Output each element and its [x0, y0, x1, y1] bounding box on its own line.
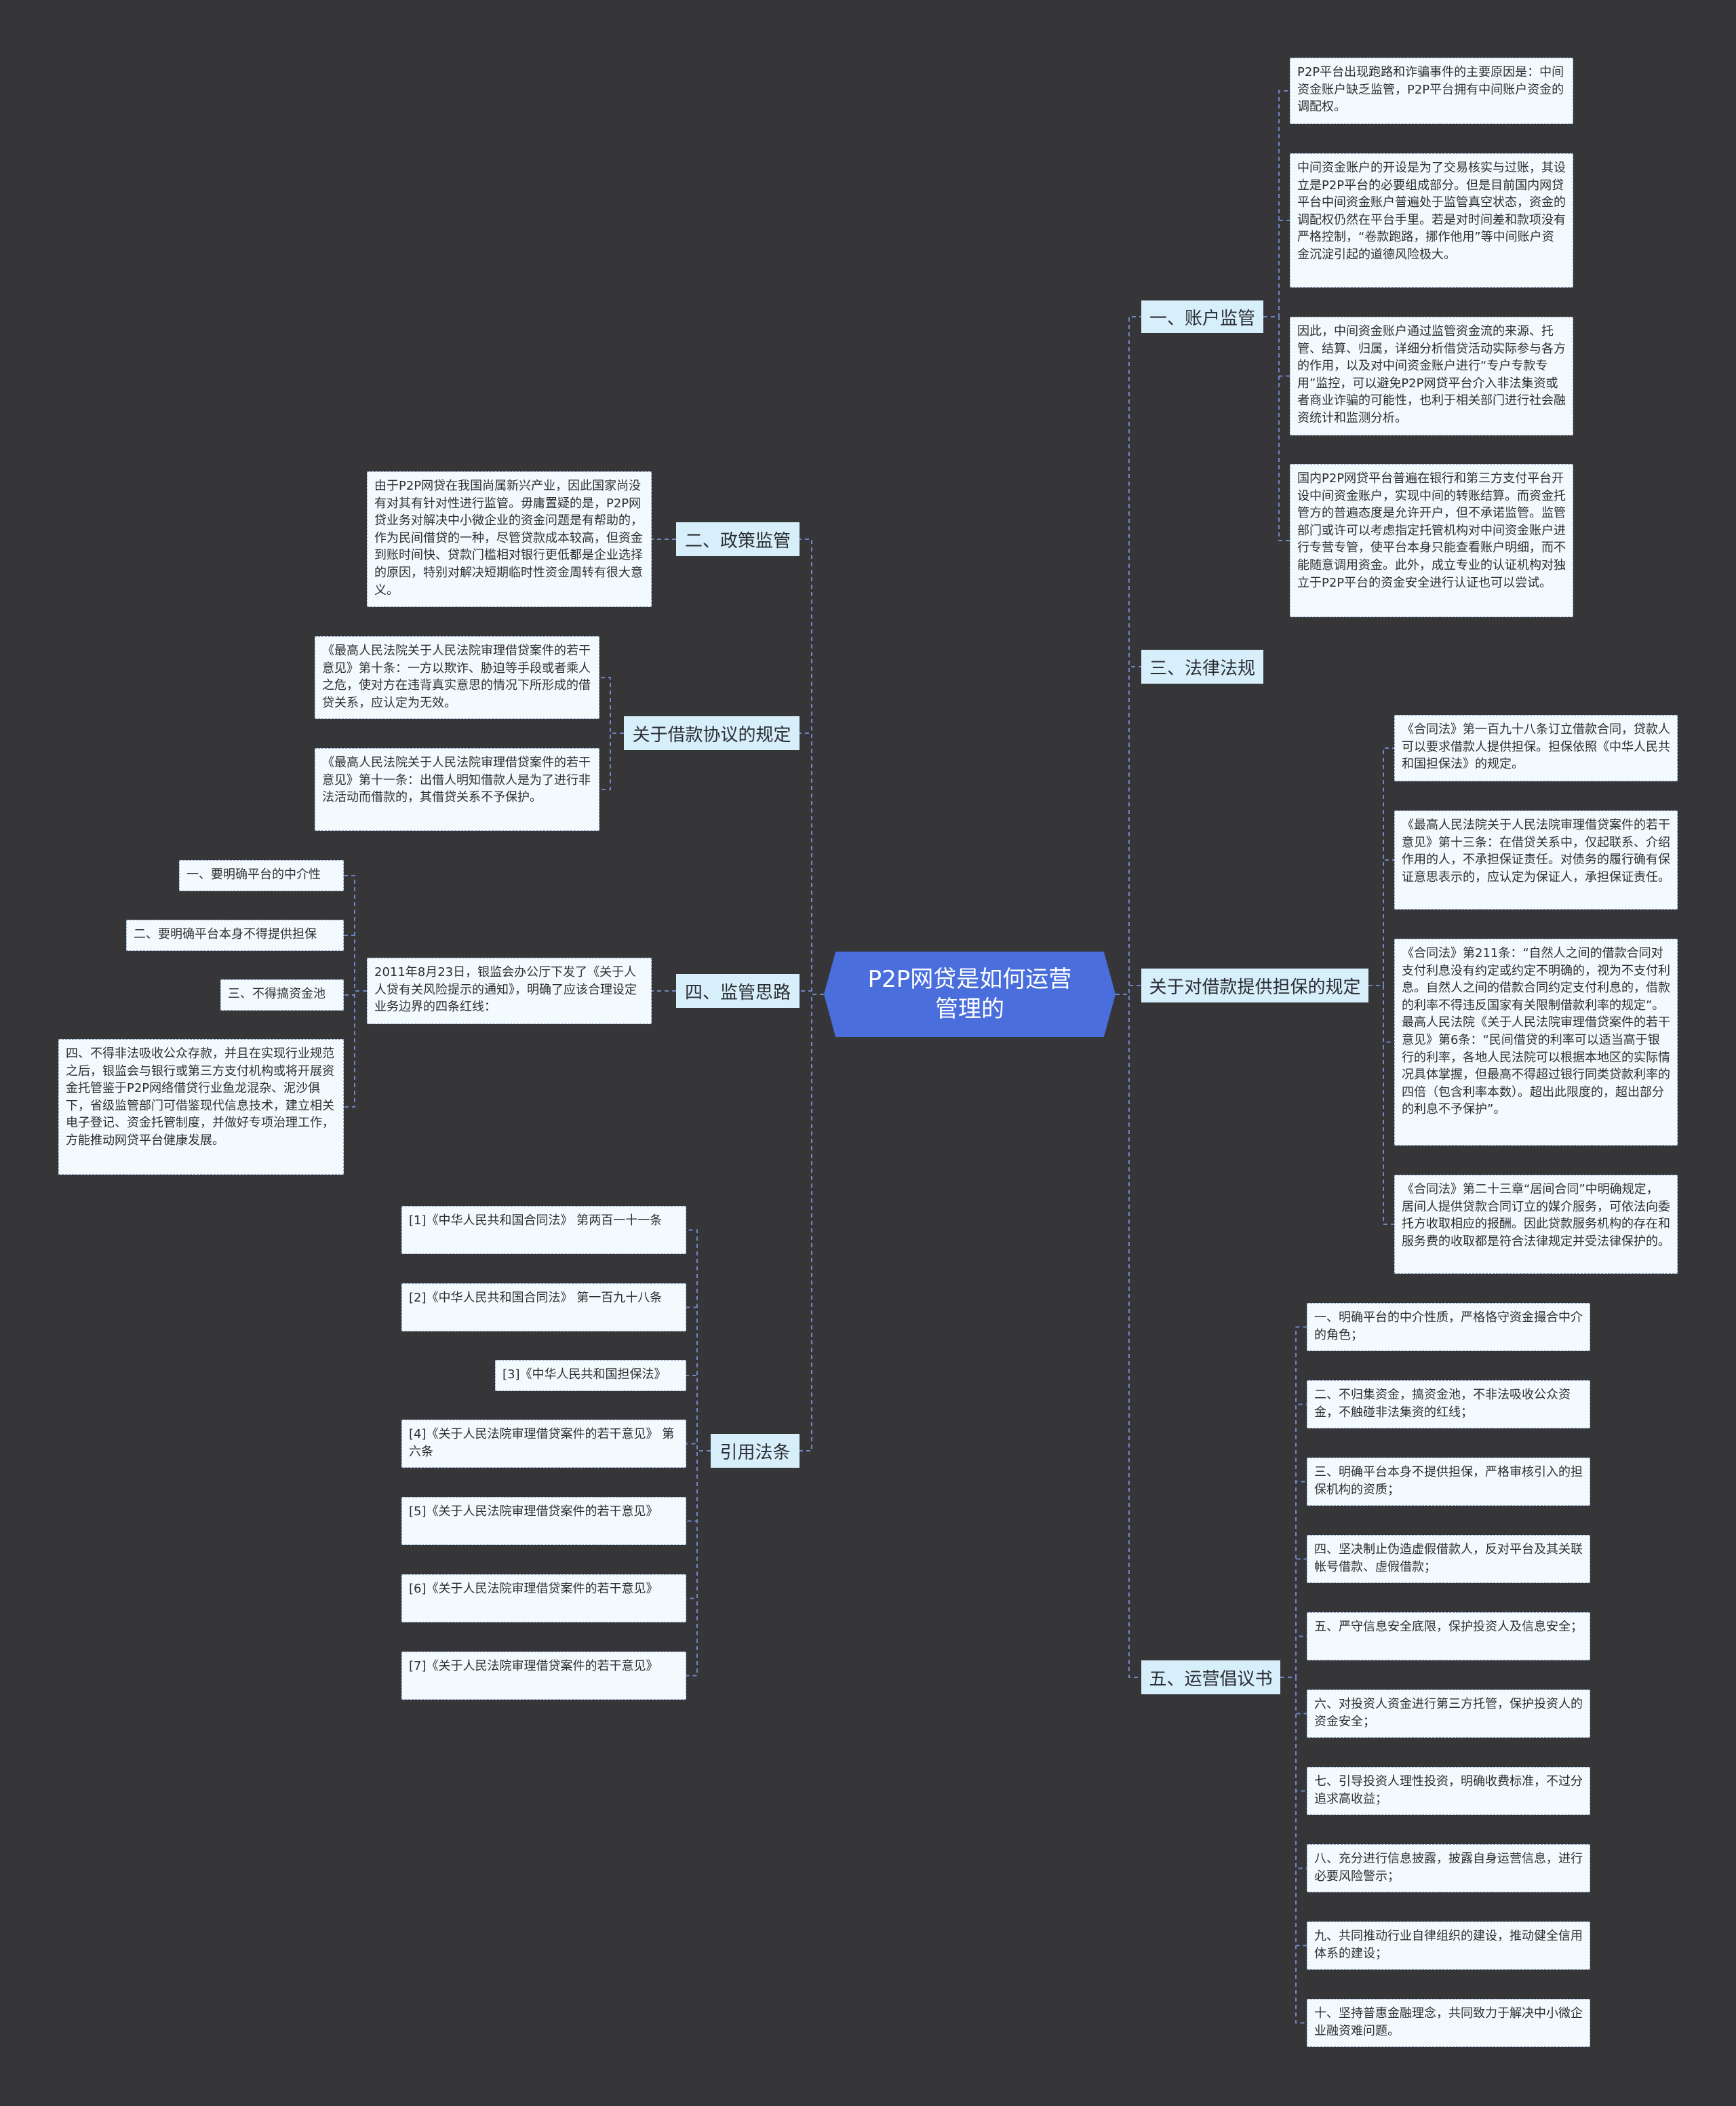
connector-line	[686, 1229, 711, 1451]
leaf-citation-1: [1]《中华人民共和国合同法》 第两百一十一条	[401, 1206, 686, 1254]
leaf-agreement-1: 《最高人民法院关于人民法院审理借贷案件的若干意见》第十条：一方以欺诈、胁迫等手段…	[315, 636, 599, 719]
leaf-approach-main: 2011年8月23日，银监会办公厅下发了《关于人人贷有关风险提示的通知》，明确了…	[367, 958, 652, 1024]
connector-line	[686, 1443, 711, 1451]
branch-loan-agreement-rules: 关于借款协议的规定	[624, 716, 800, 750]
leaf-policy-1: 由于P2P网贷在我国尚属新兴产业，因此国家尚没有对其有针对性进行监管。毋庸置疑的…	[367, 471, 652, 607]
leaf-citation-6: [6]《关于人民法院审理借贷案件的若干意见》	[401, 1574, 686, 1622]
connector-line	[1280, 1677, 1307, 1869]
leaf-account-2: 中间资金账户的开设是为了交易核实与过账，其设立是P2P平台的必要组成部分。但是目…	[1290, 153, 1573, 288]
leaf-guarantee-3: 《合同法》第211条：“自然人之间的借款合同对支付利息没有约定或约定不明确的，视…	[1394, 939, 1678, 1146]
connector-line	[1263, 220, 1290, 317]
connector-line	[599, 733, 624, 790]
connector-line	[686, 1450, 711, 1599]
branch-policy-supervision: 二、政策监管	[676, 522, 800, 556]
connector-line	[1368, 985, 1394, 1225]
branch-account-supervision: 一、账户监管	[1141, 300, 1263, 333]
leaf-proposal-2: 二、不归集资金，搞资金池，不非法吸收公众资金，不触碰非法集资的红线；	[1307, 1380, 1590, 1428]
connector-line	[1263, 90, 1290, 317]
leaf-proposal-7: 七、引导投资人理性投资，明确收费标准，不过分追求高收益；	[1307, 1767, 1590, 1815]
connector-line	[1116, 316, 1141, 995]
leaf-approach-redline-3: 三、不得搞资金池	[220, 979, 344, 1011]
leaf-account-3: 因此，中间资金账户通过监管资金流的来源、托管、结算、归属，详细分析借贷活动实际参…	[1290, 317, 1573, 435]
root-node: P2P网贷是如何运营管理的	[824, 952, 1116, 1037]
connector-line	[686, 1450, 711, 1677]
leaf-citation-4: [4]《关于人民法院审理借贷案件的若干意见》 第六条	[401, 1420, 686, 1468]
leaf-citation-2: [2]《中华人民共和国合同法》 第一百九十八条	[401, 1283, 686, 1331]
connector-line	[800, 733, 824, 995]
leaf-proposal-5: 五、严守信息安全底限，保护投资人及信息安全；	[1307, 1612, 1590, 1660]
branch-guarantee-rules: 关于对借款提供担保的规定	[1141, 969, 1368, 1002]
branch-operation-proposal: 五、运营倡议书	[1141, 1660, 1280, 1694]
leaf-approach-redline-1: 一、要明确平台的中介性	[179, 860, 344, 891]
connector-line	[686, 1306, 711, 1451]
leaf-guarantee-4: 《合同法》第二十三章“居间合同”中明确规定，居间人提供贷款合同订立的媒介服务，可…	[1394, 1175, 1678, 1274]
connector-line	[1280, 1677, 1307, 1792]
leaf-proposal-4: 四、坚决制止伪造虚假借款人，反对平台及其关联帐号借款、虚假借款；	[1307, 1535, 1590, 1583]
connector-line	[1280, 1481, 1307, 1678]
connector-line	[1368, 859, 1394, 986]
connector-line	[1368, 985, 1394, 1043]
leaf-proposal-1: 一、明确平台的中介性质，严格恪守资金撮合中介的角色；	[1307, 1303, 1590, 1351]
connector-line	[1280, 1558, 1307, 1678]
connector-line	[1280, 1326, 1307, 1678]
connector-line	[1280, 1677, 1307, 1947]
leaf-citation-3: [3]《中华人民共和国担保法》	[495, 1360, 686, 1391]
connector-line	[344, 935, 367, 992]
leaf-account-1: P2P平台出现跑路和诈骗事件的主要原因是：中间资金账户缺乏监管，P2P平台拥有中…	[1290, 58, 1573, 124]
connector-line	[1280, 1677, 1307, 1715]
connector-line	[1368, 747, 1394, 986]
connector-line	[599, 677, 624, 734]
branch-cited-laws: 引用法条	[711, 1434, 800, 1468]
leaf-proposal-8: 八、充分进行信息披露，披露自身运营信息，进行必要风险警示；	[1307, 1844, 1590, 1892]
leaf-approach-redline-2: 二、要明确平台本身不得提供担保	[126, 920, 344, 951]
branch-laws-regulations: 三、法律法规	[1141, 650, 1263, 684]
leaf-proposal-3: 三、明确平台本身不提供担保，严格审核引入的担保机构的资质；	[1307, 1458, 1590, 1506]
leaf-proposal-10: 十、坚持普惠金融理念，共同致力于解决中小微企业融资难问题。	[1307, 1999, 1590, 2047]
connector-line	[344, 875, 367, 992]
connector-line	[344, 990, 367, 1108]
connector-line	[800, 994, 824, 1451]
branch-supervision-approach: 四、监管思路	[676, 974, 800, 1008]
leaf-account-4: 国内P2P网贷平台普遍在银行和第三方支付平台开设中间资金账户，实现中间的转账结算…	[1290, 464, 1573, 617]
connector-line	[1280, 1677, 1307, 2024]
leaf-guarantee-1: 《合同法》第一百九十八条订立借款合同，贷款人可以要求借款人提供担保。担保依照《中…	[1394, 715, 1678, 781]
leaf-agreement-2: 《最高人民法院关于人民法院审理借贷案件的若干意见》第十一条：出借人明知借款人是为…	[315, 748, 599, 831]
connector-line	[686, 1375, 711, 1451]
leaf-citation-7: [7]《关于人民法院审理借贷案件的若干意见》	[401, 1652, 686, 1700]
leaf-proposal-6: 六、对投资人资金进行第三方托管，保护投资人的资金安全；	[1307, 1690, 1590, 1738]
leaf-approach-redline-4: 四、不得非法吸收公众存款，并且在实现行业规范之后，银监会与银行或第三方支付机构或…	[58, 1039, 344, 1175]
connector-line	[1116, 666, 1141, 995]
leaf-guarantee-2: 《最高人民法院关于人民法院审理借贷案件的若干意见》第十三条：在借贷关系中，仅起联…	[1394, 811, 1678, 910]
leaf-citation-5: [5]《关于人民法院审理借贷案件的若干意见》	[401, 1497, 686, 1545]
connector-line	[1116, 994, 1141, 1678]
leaf-proposal-9: 九、共同推动行业自律组织的建设，推动健全信用体系的建设；	[1307, 1922, 1590, 1970]
connector-line	[1263, 316, 1290, 541]
connector-line	[1116, 985, 1141, 995]
connector-line	[1280, 1635, 1307, 1678]
connector-line	[1263, 316, 1290, 377]
connector-line	[686, 1450, 711, 1522]
